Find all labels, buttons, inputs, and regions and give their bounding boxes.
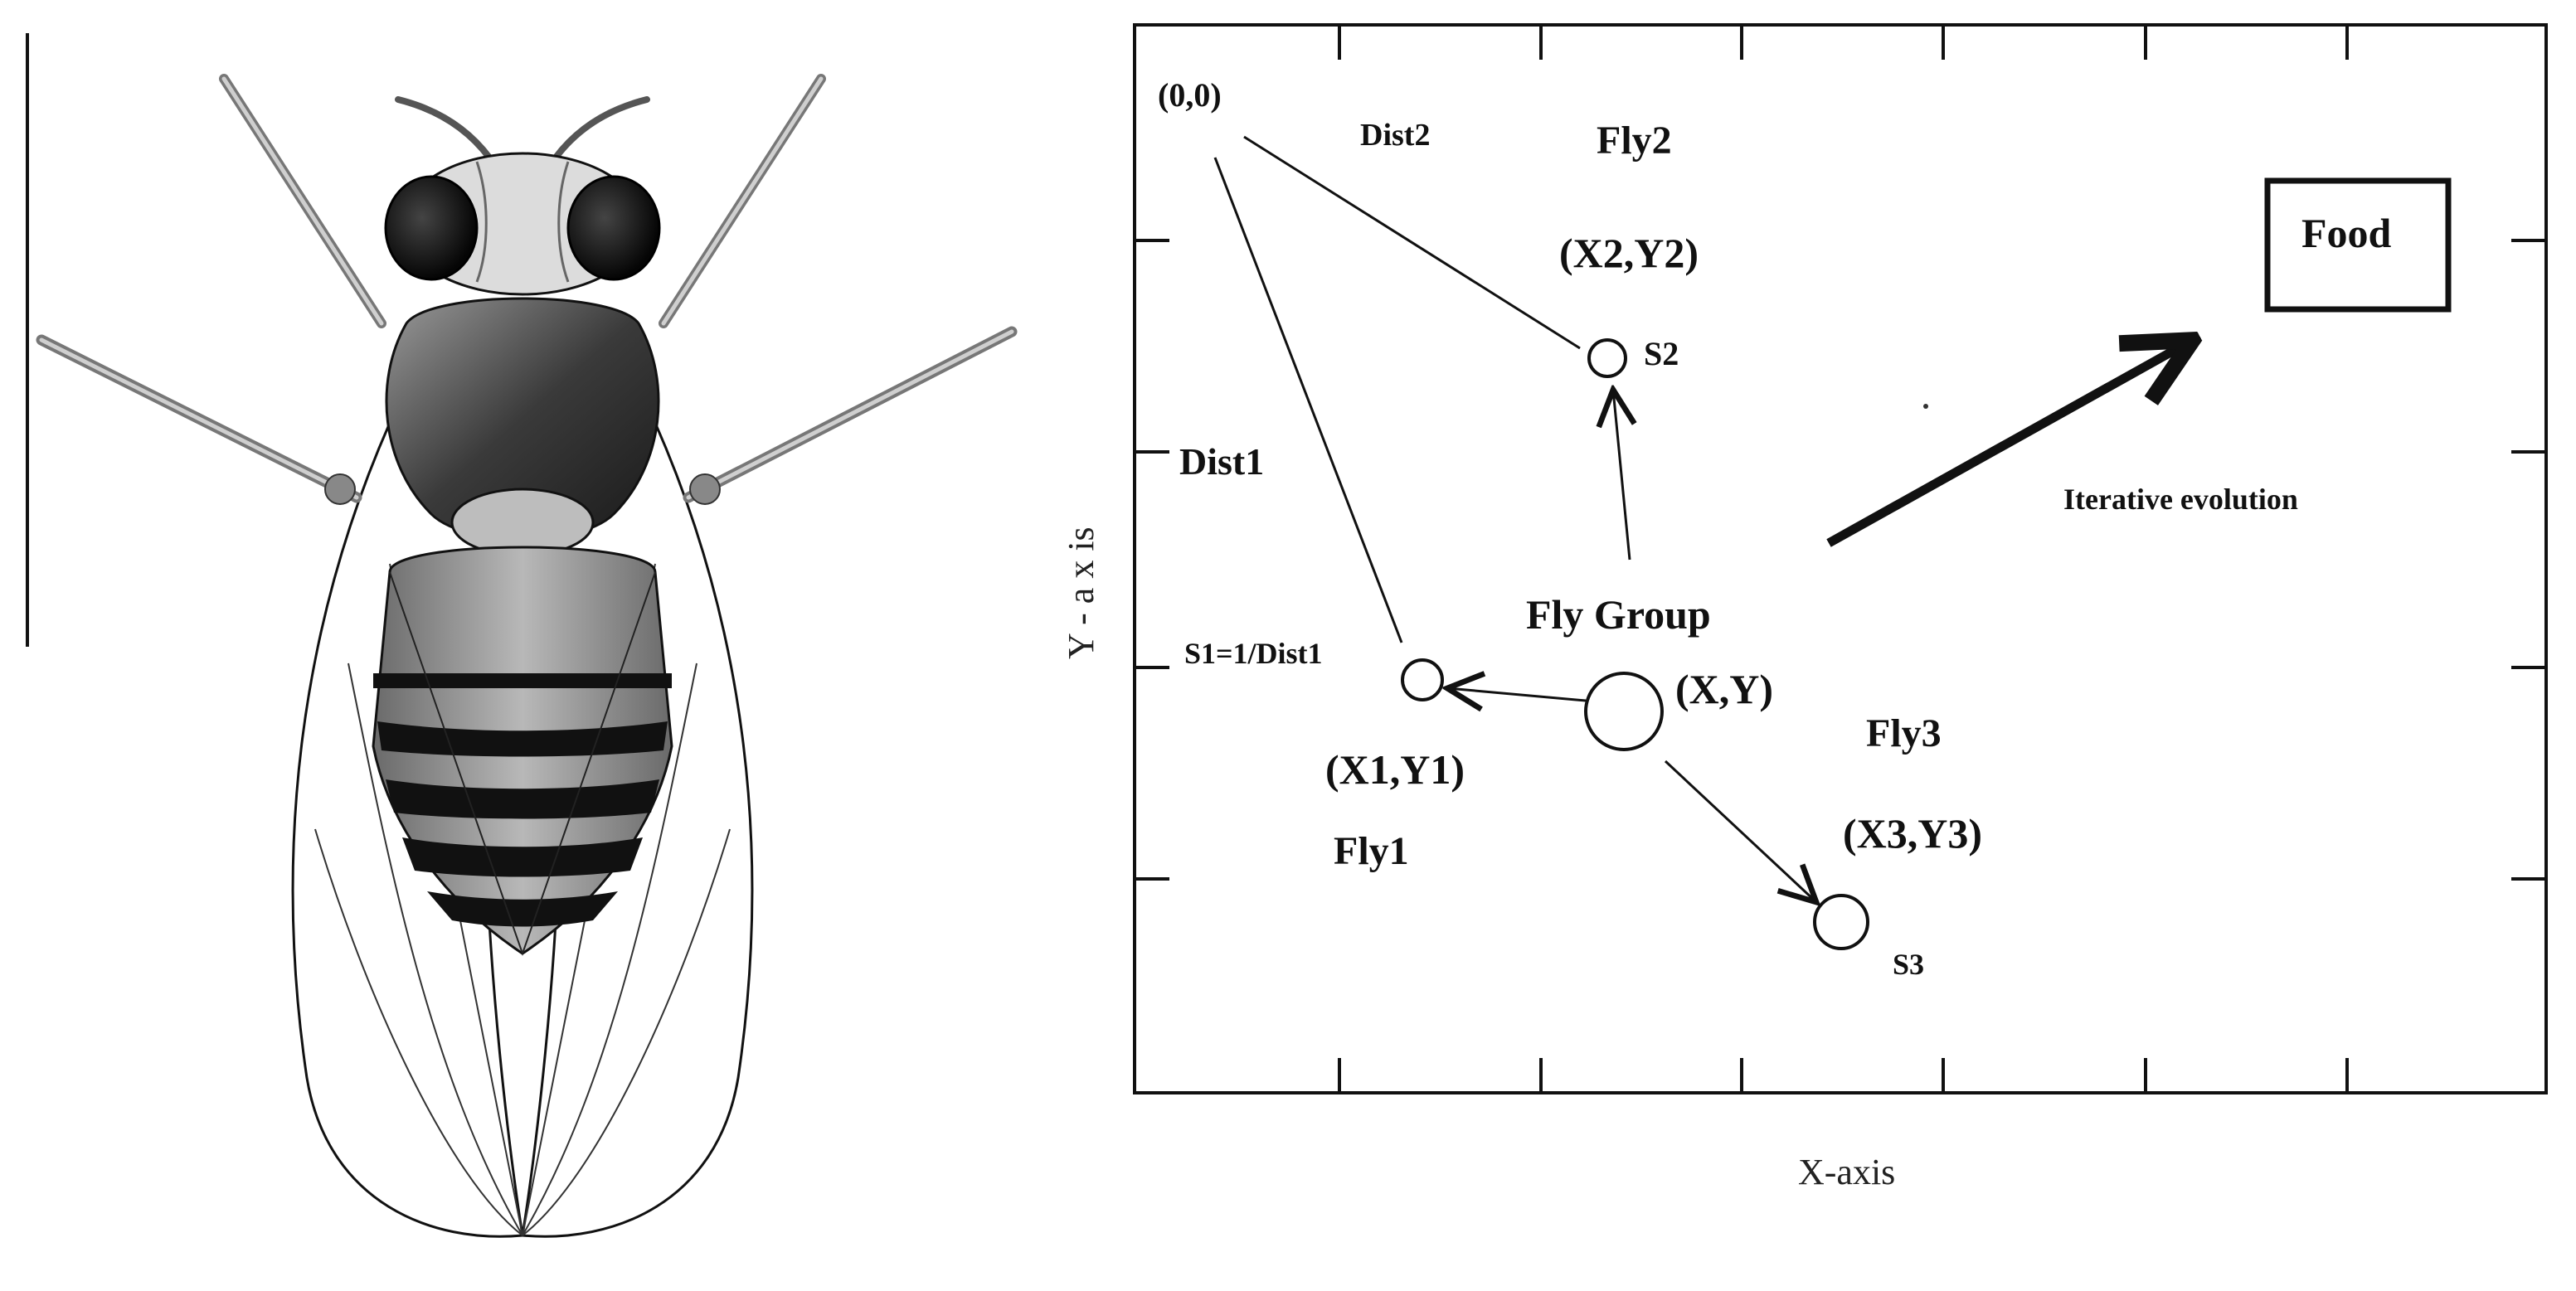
dist1-label: Dist1 — [1179, 440, 1264, 483]
thorax — [385, 297, 660, 541]
antenna-right — [552, 96, 650, 161]
dist1-line — [1213, 157, 1403, 643]
eye-left — [384, 175, 479, 281]
fly2-label: Fly2 — [1597, 119, 1672, 163]
dist2-label: Dist2 — [1360, 118, 1430, 153]
y-axis-label: Y - a x is — [1061, 527, 1101, 659]
plot-frame — [1133, 23, 2548, 1094]
y-ticks — [1135, 239, 2546, 881]
group-coord: (X,Y) — [1675, 666, 1773, 712]
s1-label: S1=1/Dist1 — [1184, 637, 1323, 670]
group-label: Fly Group — [1526, 591, 1711, 638]
x-axis-label: X-axis — [1798, 1152, 1895, 1192]
origin-label: (0,0) — [1158, 76, 1222, 114]
fly-group-position — [1584, 672, 1664, 751]
s3-label: S3 — [1893, 948, 1924, 981]
fly1-coord: (X1,Y1) — [1325, 746, 1465, 793]
food-box — [2264, 177, 2452, 313]
x-ticks — [1338, 25, 2349, 1093]
scutellum — [450, 488, 595, 557]
fruit-fly-illustration — [26, 33, 1018, 1238]
foa-diagram: (0,0) Dist2 Fly2 (X2,Y2) S2 Food Dist1 I… — [1061, 23, 2548, 1192]
antenna-left — [395, 96, 493, 161]
fly3-label: Fly3 — [1866, 711, 1942, 755]
s2-label: S2 — [1644, 335, 1679, 372]
fly2-coord: (X2,Y2) — [1559, 230, 1699, 276]
food-label: Food — [2301, 210, 2392, 256]
arrow-to-fly2 — [1613, 390, 1630, 561]
evolution-arrow — [1826, 344, 2185, 547]
fly1-position — [1401, 658, 1444, 701]
fly3-position — [1813, 894, 1869, 950]
arrow-to-fly3 — [1664, 760, 1816, 902]
arrow-to-fly1 — [1447, 688, 1587, 701]
fly1-label: Fly1 — [1334, 829, 1409, 873]
evolution-label: Iterative evolution — [2063, 483, 2298, 516]
fly2-position — [1587, 338, 1627, 378]
dist2-line — [1243, 135, 1581, 350]
abdomen-stripes — [373, 673, 672, 927]
fly3-coord: (X3,Y3) — [1843, 810, 1982, 857]
eye-right — [566, 175, 661, 281]
